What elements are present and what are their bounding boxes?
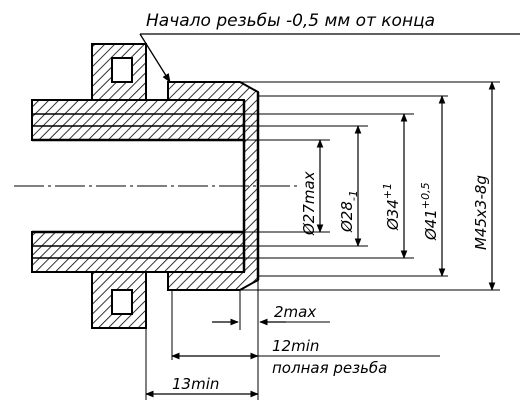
dim-41: Ø41+0,5 — [419, 182, 440, 241]
full-thread-label: полная резьба — [272, 359, 387, 377]
dim-2max: 2max — [274, 303, 316, 321]
note-text: Начало резьбы -0,5 мм от конца — [146, 11, 435, 31]
dim-13min: 13min — [172, 375, 219, 393]
thread-end — [167, 81, 500, 291]
length-dims: 2max 12min полная резьба 13min — [145, 280, 440, 400]
note-leader — [139, 33, 171, 83]
dim-27: Ø27max — [300, 171, 318, 236]
dim-12min: 12min — [272, 337, 319, 355]
dim-28: Ø28-1 — [338, 190, 360, 233]
dim-m45: M45x3-8g — [472, 175, 490, 250]
pipe — [31, 99, 246, 273]
union-nut — [91, 43, 147, 329]
dim-34: Ø34+1 — [381, 183, 402, 231]
diameter-dims: Ø27max Ø28-1 Ø34+1 Ø41+0,5 M45x3-8g — [244, 81, 496, 291]
